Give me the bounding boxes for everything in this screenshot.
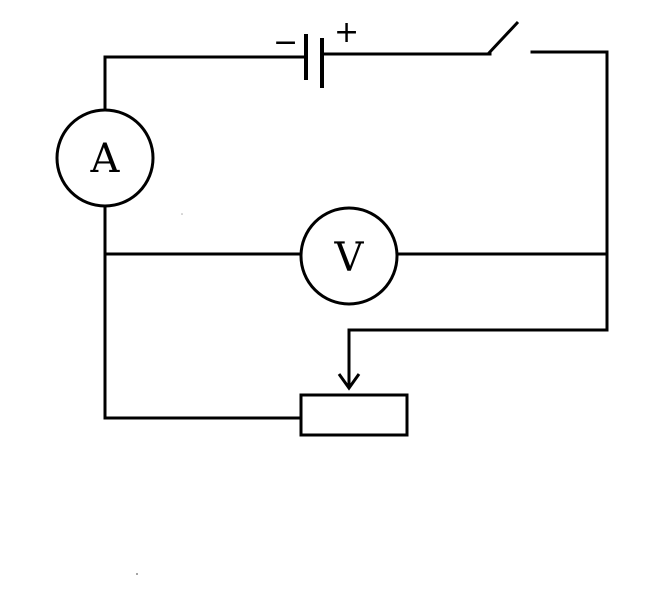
battery: − + [273,15,359,88]
slider-arrowhead [337,373,361,391]
wire-right-to-slider [347,252,609,388]
switch-blade [486,20,520,56]
battery-positive-label: + [334,15,359,50]
voltmeter-symbol: V [334,235,365,281]
ammeter: A [55,108,155,208]
rheostat-body [299,393,409,437]
ammeter-symbol: A [90,136,121,182]
battery-negative-label: − [273,25,298,60]
wire-switch-to-right [530,50,609,254]
wire-left-down [103,204,304,420]
voltmeter-circle [299,206,399,306]
speck [181,213,183,215]
voltmeter: V [299,206,399,306]
wire-top-left [103,55,305,110]
speck [136,573,138,575]
